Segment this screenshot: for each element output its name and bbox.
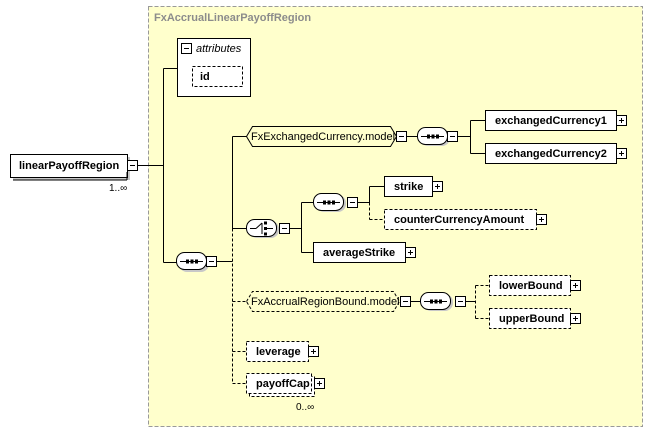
element-payoff-cap-expand[interactable] xyxy=(314,378,325,389)
element-counter-currency-amount-label: counterCurrencyAmount xyxy=(394,214,525,226)
element-exchanged-currency-1-label: exchangedCurrency1 xyxy=(495,115,607,127)
element-average-strike-label: averageStrike xyxy=(323,247,395,259)
element-exchanged-currency-2-expand[interactable] xyxy=(616,148,627,159)
region-bound-sequence-toggle[interactable] xyxy=(455,296,466,307)
element-upper-bound[interactable]: upperBound xyxy=(489,308,571,329)
choice-toggle[interactable] xyxy=(279,223,290,234)
root-expand-toggle[interactable] xyxy=(127,160,138,171)
group-fx-exchanged-currency-model-label: FxExchangedCurrency.model xyxy=(251,131,395,143)
element-leverage-expand[interactable] xyxy=(308,346,319,357)
root-element-label: linearPayoffRegion xyxy=(19,160,120,172)
element-payoff-cap-label: payoffCap xyxy=(256,378,310,390)
complex-type-title: FxAccrualLinearPayoffRegion xyxy=(154,12,311,24)
element-counter-currency-amount-expand[interactable] xyxy=(536,214,547,225)
group-fx-accrual-region-bound-model[interactable]: FxAccrualRegionBound.model xyxy=(245,291,401,312)
main-sequence-compositor[interactable] xyxy=(176,252,210,273)
element-strike[interactable]: strike xyxy=(384,176,433,197)
element-lower-bound[interactable]: lowerBound xyxy=(489,275,571,296)
choice-compositor[interactable] xyxy=(246,219,280,239)
element-payoff-cap[interactable]: payoffCap xyxy=(246,373,315,397)
root-element-linear-payoff-region[interactable]: linearPayoffRegion xyxy=(10,154,131,181)
element-exchanged-currency-2-label: exchangedCurrency2 xyxy=(495,148,607,160)
element-average-strike-expand[interactable] xyxy=(405,247,416,258)
root-occurrence: 1..∞ xyxy=(109,183,127,194)
group-fx-accrual-region-bound-model-label: FxAccrualRegionBound.model xyxy=(251,296,400,308)
strike-sequence-connectors xyxy=(357,186,385,220)
element-upper-bound-label: upperBound xyxy=(499,313,564,325)
element-leverage[interactable]: leverage xyxy=(246,341,309,362)
attributes-panel: attributes id xyxy=(177,38,251,97)
main-sequence-toggle[interactable] xyxy=(206,256,217,267)
main-sequence-connectors xyxy=(216,136,247,384)
element-upper-bound-expand[interactable] xyxy=(570,313,581,324)
payoff-cap-occurrence: 0..∞ xyxy=(296,402,314,413)
exchanged-currency-sequence-compositor[interactable] xyxy=(417,127,451,147)
root-stacked-indicator xyxy=(13,172,128,181)
attribute-id-box[interactable] xyxy=(192,66,243,87)
attributes-title: attributes xyxy=(196,43,242,55)
exchanged-currency-connectors xyxy=(457,120,486,154)
element-exchanged-currency-2[interactable]: exchangedCurrency2 xyxy=(485,143,617,164)
element-leverage-label: leverage xyxy=(256,346,301,358)
element-exchanged-currency-1[interactable]: exchangedCurrency1 xyxy=(485,110,617,131)
root-connectors xyxy=(137,68,178,263)
element-average-strike[interactable]: averageStrike xyxy=(313,242,406,263)
choice-connectors xyxy=(289,202,314,253)
region-bound-connectors xyxy=(465,285,490,319)
element-lower-bound-label: lowerBound xyxy=(499,280,563,292)
attribute-id-label: id xyxy=(200,71,210,83)
element-strike-expand[interactable] xyxy=(432,181,443,192)
element-exchanged-currency-1-expand[interactable] xyxy=(616,115,627,126)
group-fx-exchanged-currency-model-toggle[interactable] xyxy=(396,131,407,142)
element-counter-currency-amount[interactable]: counterCurrencyAmount xyxy=(384,209,537,230)
element-strike-label: strike xyxy=(394,181,423,193)
exchanged-currency-sequence-toggle[interactable] xyxy=(447,131,458,142)
strike-sequence-compositor[interactable] xyxy=(313,193,347,213)
region-bound-sequence-compositor[interactable] xyxy=(420,292,454,312)
strike-sequence-toggle[interactable] xyxy=(347,197,358,208)
group-fx-accrual-region-bound-model-toggle[interactable] xyxy=(400,296,411,307)
element-lower-bound-expand[interactable] xyxy=(570,280,581,291)
